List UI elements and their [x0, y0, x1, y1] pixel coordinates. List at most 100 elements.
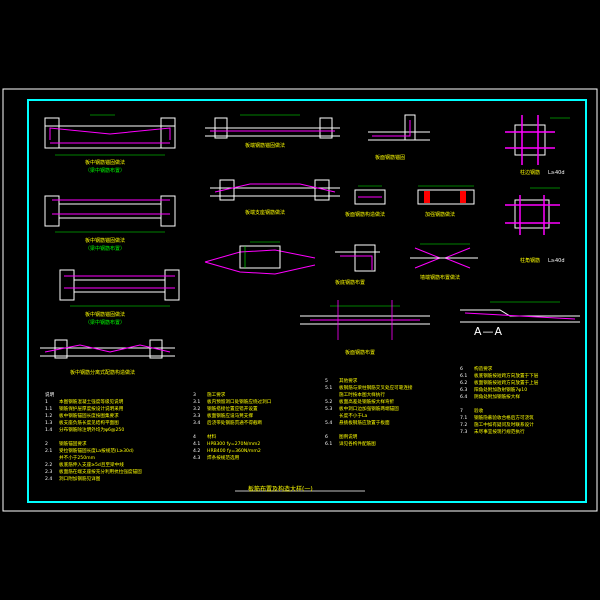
note-number: 1.2	[45, 414, 53, 419]
detail-slab-end-2	[44, 195, 176, 233]
note-text: 验收	[474, 409, 484, 414]
drawing-title: 板筋布置及构造大样(一)	[248, 486, 313, 493]
note-number: 6	[460, 367, 463, 372]
note-line: 7 验收	[460, 408, 538, 415]
note-text: 分布钢筋除注明外均为φ6@250	[59, 428, 125, 433]
note-text: 构造要求	[474, 367, 493, 372]
note-line: 长度不小于La	[325, 413, 413, 420]
note-number: 1.4	[45, 428, 53, 433]
note-number: 4.1	[193, 442, 201, 447]
note-text: 板面高差处钢筋按大样弯折	[339, 400, 395, 405]
note-number: 2.2	[45, 463, 53, 468]
note-line: 1.4 分布钢筋除注明外均为φ6@250	[45, 427, 142, 434]
note-text: 材料	[207, 435, 217, 440]
note-text: 施工时按本图大样执行	[339, 393, 385, 398]
detail-slab-end-3	[59, 269, 180, 307]
note-number: 6.4	[460, 395, 468, 400]
note-line	[45, 434, 142, 441]
note-text: 板支座负筋长度见结构平面图	[59, 421, 119, 426]
note-number: 7.1	[460, 416, 468, 421]
note-number: 5.2	[325, 400, 333, 405]
note-number: 2.1	[45, 449, 53, 454]
note-line: 4.1 HPB300 fy=270N/mm2	[193, 441, 271, 448]
label-detail-1: 板中钢筋锚固做法	[85, 160, 126, 166]
label-detail-9: 板底钢筋布置	[335, 280, 366, 286]
note-number: 4.3	[193, 456, 201, 461]
note-text: 板中钢筋锚固长度按图集要求	[59, 414, 119, 419]
detail-column-edge	[505, 115, 570, 165]
note-text: 施工中如有疑问及时联系设计	[474, 423, 534, 428]
note-text: HRB400 fy=360N/mm2	[207, 449, 261, 454]
detail-slab-end-anchor	[205, 114, 340, 139]
note-line: 6 构造要求	[460, 366, 538, 373]
sublabel-detail-1: （梁中钢筋布置）	[85, 168, 126, 174]
note-text: 钢筋搭接位置应错开设置	[207, 407, 258, 412]
note-text: 焊条按规范选用	[207, 456, 240, 461]
note-number: 5.1	[325, 386, 333, 391]
note-number: 说明	[45, 393, 55, 398]
detail-column-corner	[505, 187, 560, 235]
note-text: 钢筋锚固要求	[59, 442, 87, 447]
note-text: 板钢筋与梁柱钢筋交叉处应可靠连接	[339, 386, 413, 391]
note-number: 3	[193, 393, 196, 398]
detail-wall-end	[335, 244, 380, 272]
label-detail-4: 板中钢筋分离式配筋构造做法	[70, 370, 136, 376]
note-number: 7.2	[460, 423, 468, 428]
note-text: 板中洞口边加强钢筋两端锚固	[339, 407, 399, 412]
detail-slab-face	[204, 241, 316, 275]
label-detail-2: 板中钢筋锚固做法	[85, 238, 126, 244]
note-text: 阳角处附加放射钢筋7φ10	[474, 388, 528, 393]
detail-slab-support	[210, 179, 340, 201]
sublabel-detail-13: L≥40d	[548, 170, 565, 176]
note-text: 施工要求	[207, 393, 226, 398]
note-text: 钢筋保护层厚度按设计说明采用	[59, 407, 124, 412]
note-text: 本图钢筋混凝土强度等级见说明	[59, 400, 124, 405]
note-text: 阴角处附加钢筋按大样	[474, 395, 520, 400]
note-number: 2.3	[45, 470, 53, 475]
note-text: 后浇带处钢筋贯通不得截断	[207, 421, 263, 426]
note-line: 并不小于250mm	[45, 455, 142, 462]
section-label-a-a: A—A	[474, 325, 504, 338]
note-line: 1.2 板中钢筋锚固长度按图集要求	[45, 413, 142, 420]
note-number: 3.4	[193, 421, 201, 426]
outer-frame	[2, 88, 598, 512]
label-detail-14: 柱角钢筋	[520, 258, 541, 264]
note-line	[460, 401, 538, 408]
label-detail-11: 墙端钢筋布置做法	[420, 275, 461, 281]
note-text: 受拉钢筋锚固长度La按规范(L≥30d)	[59, 449, 134, 454]
note-line: 3 施工要求	[193, 392, 271, 399]
note-text: 板内预留洞口处钢筋应绕过洞口	[207, 400, 272, 405]
detail-reinforce	[410, 243, 478, 269]
note-line: 6.4 阴角处附加钢筋按大样	[460, 394, 538, 401]
detail-bar-hook	[368, 114, 430, 141]
note-number: 3.3	[193, 414, 201, 419]
note-text: 图例说明	[339, 435, 358, 440]
note-number: 5	[325, 379, 328, 384]
note-text: HPB300 fy=270N/mm2	[207, 442, 261, 447]
label-detail-8: 板面钢筋构造做法	[345, 212, 386, 218]
label-detail-7: 板面钢筋锚固	[375, 155, 406, 161]
note-text: 板面筋在端支座按充分利用抗拉强度锚固	[59, 470, 142, 475]
note-line: 5.1 板钢筋与梁柱钢筋交叉处应可靠连接	[325, 385, 413, 392]
sublabel-detail-2: （梁中钢筋布置）	[85, 246, 126, 252]
note-number: 4.2	[193, 449, 201, 454]
note-text: 长度不小于La	[339, 414, 368, 419]
note-number: 7	[460, 409, 463, 414]
sublabel-detail-3: （梁中钢筋布置）	[85, 320, 126, 326]
label-detail-12: 板面钢筋布置	[345, 350, 376, 356]
note-number: 7.3	[460, 430, 468, 435]
